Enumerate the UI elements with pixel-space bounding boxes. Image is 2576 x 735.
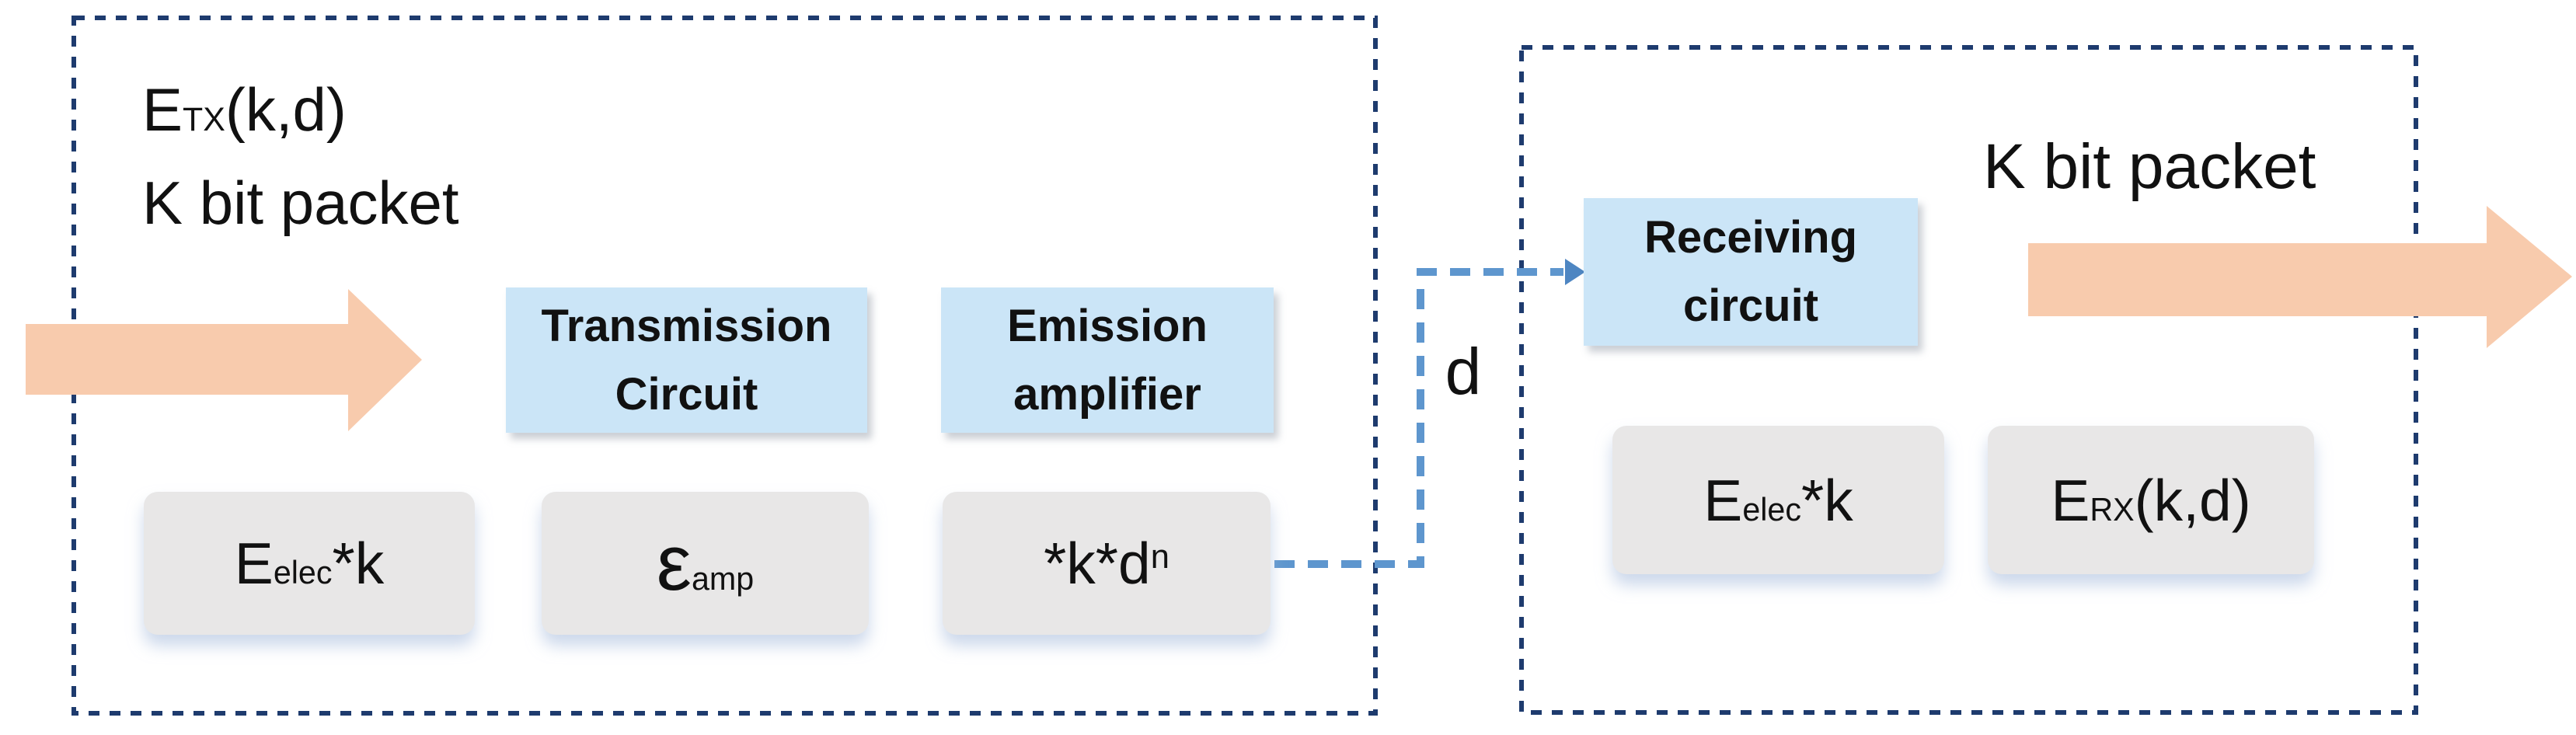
rx-energy-subscript: RX — [2090, 491, 2135, 528]
rx-boundary-box — [1519, 45, 2418, 715]
distance-energy-base: *k*d — [1044, 531, 1151, 596]
distance-link-arrowhead-icon — [1565, 259, 1585, 285]
receiving-circuit-line1: Receiving — [1644, 212, 1857, 263]
transmission-circuit-box: Transmission Circuit — [506, 287, 867, 433]
distance-energy-exponent: n — [1150, 538, 1169, 577]
tx-boundary-box — [71, 16, 1378, 716]
rx-elec-rest: *k — [1801, 467, 1853, 533]
amplifier-energy-box: εamp — [542, 492, 869, 635]
distance-link-line — [1274, 268, 1563, 568]
tx-elec-base: E — [234, 531, 274, 596]
rx-energy-box: ERX(k,d) — [1988, 426, 2314, 574]
tx-packet-label: K bit packet — [142, 169, 459, 237]
emission-amplifier-line2: amplifier — [1013, 368, 1201, 420]
tx-electronics-energy-box: Eelec*k — [144, 492, 475, 635]
rx-elec-base: E — [1703, 467, 1743, 533]
emission-amplifier-box: Emission amplifier — [941, 287, 1274, 433]
rx-energy-args: (k,d) — [2134, 467, 2251, 533]
tx-elec-subscript: elec — [273, 555, 333, 590]
rx-electronics-energy-box: Eelec*k — [1612, 426, 1944, 574]
tx-formula-subscript: TX — [183, 101, 225, 138]
outgoing-packet-arrow-icon — [2028, 206, 2572, 348]
distance-label: d — [1445, 335, 1482, 408]
receiving-circuit-box: Receiving circuit — [1584, 198, 1918, 346]
tx-energy-label: ETX(k,d) K bit packet — [142, 68, 459, 245]
tx-energy-formula: ETX(k,d) — [142, 68, 459, 162]
incoming-packet-arrow-icon — [26, 289, 422, 431]
rx-elec-subscript: elec — [1742, 491, 1802, 528]
distance-energy-box: *k*dn — [943, 492, 1271, 635]
tx-elec-rest: *k — [332, 531, 385, 596]
receiving-circuit-line2: circuit — [1682, 280, 1819, 331]
tx-formula-args: (k,d) — [225, 75, 347, 144]
transmission-circuit-line1: Transmission — [541, 300, 832, 351]
amp-energy-subscript: amp — [691, 561, 755, 597]
tx-formula-base: E — [142, 75, 183, 144]
emission-amplifier-line1: Emission — [1007, 300, 1208, 351]
transmission-circuit-line2: Circuit — [615, 368, 758, 420]
rx-energy-base: E — [2051, 467, 2090, 533]
amp-energy-epsilon: ε — [656, 519, 692, 607]
rx-packet-label: K bit packet — [1983, 131, 2316, 202]
